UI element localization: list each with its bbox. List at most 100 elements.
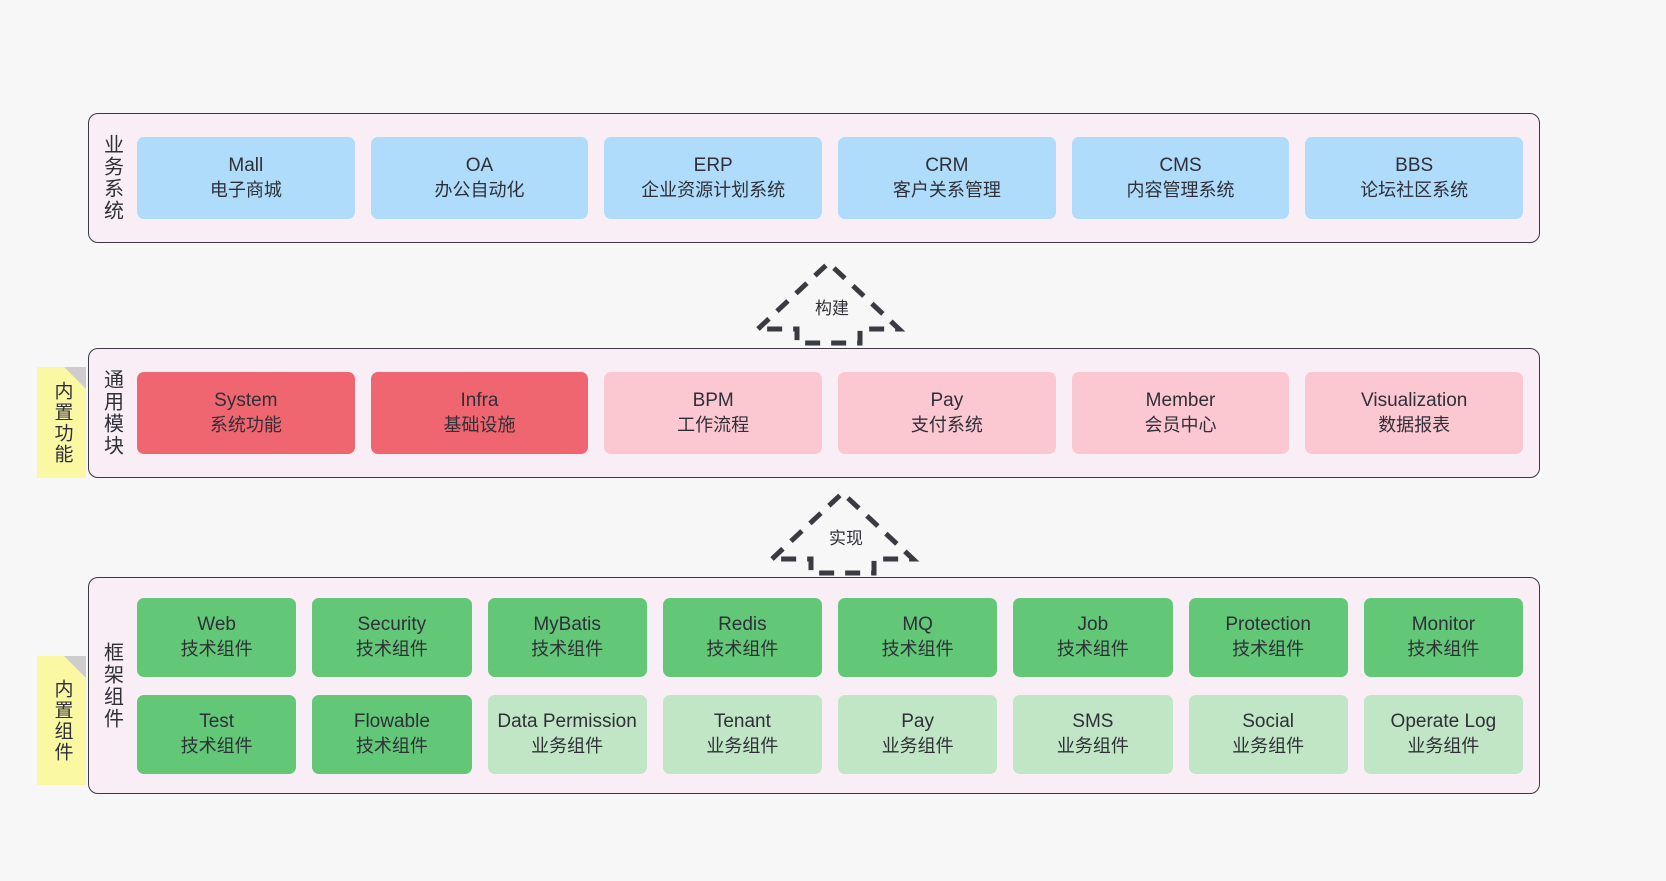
box-visualization[interactable]: Visualization 数据报表 (1305, 372, 1524, 454)
box-subtitle: 论坛社区系统 (1360, 179, 1469, 200)
arrow-implement: 实现 (765, 489, 920, 576)
box-tenant[interactable]: Tenant 业务组件 (662, 694, 822, 774)
box-subtitle: 技术组件 (180, 735, 253, 756)
box-flowable[interactable]: Flowable 技术组件 (312, 694, 472, 774)
box-operate-log[interactable]: Operate Log 业务组件 (1363, 694, 1523, 774)
box-title: CRM (925, 155, 969, 177)
box-mybatis[interactable]: MyBatis 技术组件 (487, 597, 647, 677)
box-title: Tenant (713, 711, 771, 733)
box-test[interactable]: Test 技术组件 (137, 694, 297, 774)
box-security[interactable]: Security 技术组件 (312, 597, 472, 677)
arrow-build: 构建 (751, 259, 906, 346)
box-system[interactable]: System 系统功能 (137, 372, 355, 454)
box-title: Test (199, 711, 235, 733)
box-protection[interactable]: Protection 技术组件 (1188, 597, 1348, 677)
box-title: System (214, 390, 278, 412)
box-oa[interactable]: OA 办公自动化 (370, 137, 589, 219)
box-title: Infra (460, 390, 499, 412)
box-monitor[interactable]: Monitor 技术组件 (1363, 597, 1523, 677)
box-title: Flowable (353, 711, 430, 733)
dashed-up-arrow-icon (751, 259, 906, 346)
box-subtitle: 业务组件 (1232, 735, 1305, 756)
box-pay-component[interactable]: Pay 业务组件 (838, 694, 998, 774)
box-subtitle: 技术组件 (180, 638, 253, 659)
box-crm[interactable]: CRM 客户关系管理 (838, 137, 1056, 219)
box-title: Data Permission (497, 711, 637, 733)
layer-common-modules: 通用模块 System 系统功能 Infra 基础设施 BPM 工作流程 Pay… (88, 348, 1540, 478)
box-cms[interactable]: CMS 内容管理系统 (1071, 137, 1290, 219)
box-title: Mall (228, 155, 264, 177)
box-subtitle: 客户关系管理 (892, 179, 1001, 200)
box-redis[interactable]: Redis 技术组件 (662, 597, 822, 677)
box-title: Protection (1225, 614, 1311, 636)
box-subtitle: 电子商城 (209, 179, 282, 200)
box-erp[interactable]: ERP 企业资源计划系统 (604, 137, 823, 219)
sticky-note-label: 内置组件 (51, 678, 73, 763)
box-title: Operate Log (1390, 711, 1497, 733)
sticky-note-label: 内置功能 (51, 380, 73, 465)
box-subtitle: 技术组件 (881, 638, 954, 659)
box-bbs[interactable]: BBS 论坛社区系统 (1305, 137, 1524, 219)
box-sms[interactable]: SMS 业务组件 (1013, 694, 1173, 774)
arrow-build-label: 构建 (813, 294, 851, 319)
box-title: Pay (901, 711, 934, 733)
box-subtitle: 技术组件 (355, 735, 428, 756)
arrow-implement-label: 实现 (827, 524, 865, 549)
sticky-note-builtin-components: 内置组件 (37, 656, 86, 785)
box-subtitle: 办公自动化 (434, 179, 525, 200)
box-social[interactable]: Social 业务组件 (1188, 694, 1348, 774)
box-title: Job (1077, 614, 1109, 636)
box-subtitle: 企业资源计划系统 (641, 179, 786, 200)
layer-business-systems: 业务系统 Mall 电子商城 OA 办公自动化 ERP 企业资源计划系统 CRM… (88, 113, 1540, 243)
box-web[interactable]: Web 技术组件 (137, 597, 297, 677)
box-title: Visualization (1361, 390, 1468, 412)
dashed-up-arrow-icon (765, 489, 920, 576)
layer-label-common-modules: 通用模块 (100, 369, 123, 457)
box-subtitle: 技术组件 (1056, 638, 1129, 659)
box-data-permission[interactable]: Data Permission 业务组件 (487, 694, 647, 774)
box-mall[interactable]: Mall 电子商城 (137, 137, 355, 219)
box-subtitle: 会员中心 (1144, 414, 1217, 435)
box-row: Web 技术组件 Security 技术组件 MyBatis 技术组件 Redi… (137, 597, 1523, 677)
box-subtitle: 技术组件 (1407, 638, 1480, 659)
box-bpm[interactable]: BPM 工作流程 (604, 372, 823, 454)
box-title: Monitor (1411, 614, 1476, 636)
box-title: CMS (1159, 155, 1202, 177)
box-subtitle: 系统功能 (209, 414, 282, 435)
box-title: Web (197, 614, 236, 636)
sticky-note-builtin-features: 内置功能 (37, 367, 86, 478)
box-title: OA (465, 155, 494, 177)
box-row: Test 技术组件 Flowable 技术组件 Data Permission … (137, 694, 1523, 774)
box-title: Redis (718, 614, 767, 636)
box-subtitle: 基础设施 (443, 414, 516, 435)
box-subtitle: 业务组件 (881, 735, 954, 756)
box-subtitle: 业务组件 (1056, 735, 1129, 756)
box-subtitle: 数据报表 (1378, 414, 1451, 435)
box-member[interactable]: Member 会员中心 (1071, 372, 1290, 454)
box-title: ERP (693, 155, 733, 177)
box-job[interactable]: Job 技术组件 (1013, 597, 1173, 677)
box-subtitle: 业务组件 (706, 735, 779, 756)
box-title: Member (1145, 390, 1216, 412)
box-row: Mall 电子商城 OA 办公自动化 ERP 企业资源计划系统 CRM 客户关系… (137, 137, 1524, 219)
box-subtitle: 业务组件 (1407, 735, 1480, 756)
box-mq[interactable]: MQ 技术组件 (838, 597, 998, 677)
box-title: Security (357, 614, 427, 636)
box-title: MQ (902, 614, 933, 636)
box-subtitle: 技术组件 (355, 638, 428, 659)
box-subtitle: 内容管理系统 (1126, 179, 1235, 200)
box-title: BBS (1395, 155, 1434, 177)
layer-body-business-systems: Mall 电子商城 OA 办公自动化 ERP 企业资源计划系统 CRM 客户关系… (133, 114, 1539, 242)
layer-body-framework-components: Web 技术组件 Security 技术组件 MyBatis 技术组件 Redi… (133, 578, 1539, 793)
box-title: Pay (930, 390, 964, 412)
layer-framework-components: 框架组件 Web 技术组件 Security 技术组件 MyBatis 技术组件… (88, 577, 1540, 794)
box-subtitle: 技术组件 (531, 638, 604, 659)
layer-label-framework-components: 框架组件 (100, 641, 123, 730)
box-title: SMS (1072, 711, 1114, 733)
box-title: MyBatis (533, 614, 601, 636)
box-infra[interactable]: Infra 基础设施 (370, 372, 589, 454)
box-title: BPM (692, 390, 734, 412)
box-subtitle: 支付系统 (910, 414, 983, 435)
box-pay-module[interactable]: Pay 支付系统 (838, 372, 1056, 454)
